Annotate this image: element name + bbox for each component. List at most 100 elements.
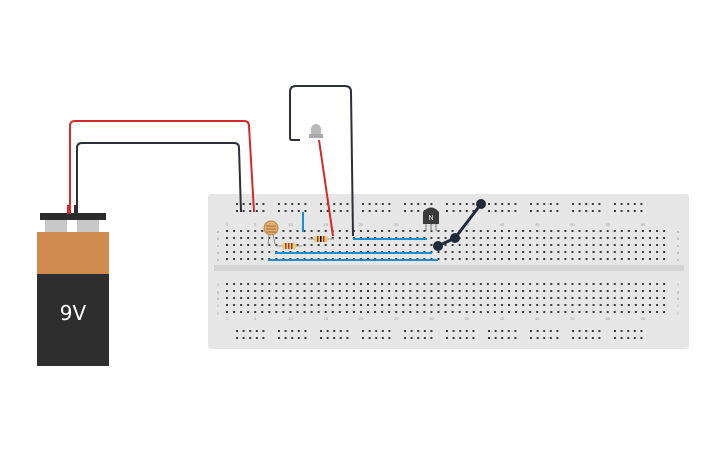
breadboard-hole[interactable] <box>240 297 243 299</box>
breadboard-hole[interactable] <box>402 297 405 299</box>
breadboard-hole[interactable] <box>268 311 271 313</box>
breadboard-hole[interactable] <box>291 210 294 212</box>
breadboard-hole[interactable] <box>508 311 510 313</box>
breadboard-hole[interactable] <box>634 258 637 260</box>
breadboard-hole[interactable] <box>303 290 306 292</box>
breadboard-hole[interactable] <box>472 283 475 285</box>
breadboard-hole[interactable] <box>613 297 616 299</box>
breadboard-hole[interactable] <box>333 337 336 339</box>
breadboard-hole[interactable] <box>641 283 644 285</box>
breadboard-hole[interactable] <box>296 290 299 292</box>
breadboard-hole[interactable] <box>508 283 510 285</box>
breadboard-hole[interactable] <box>310 230 313 232</box>
breadboard-hole[interactable] <box>284 337 287 339</box>
breadboard-hole[interactable] <box>437 311 440 313</box>
breadboard-hole[interactable] <box>262 337 265 339</box>
breadboard-hole[interactable] <box>261 283 264 285</box>
breadboard-hole[interactable] <box>437 283 440 285</box>
breadboard-hole[interactable] <box>437 237 440 239</box>
breadboard-hole[interactable] <box>488 203 490 205</box>
breadboard-hole[interactable] <box>543 203 546 205</box>
breadboard-hole[interactable] <box>254 283 257 285</box>
breadboard-hole[interactable] <box>627 258 630 260</box>
breadboard-hole[interactable] <box>585 258 588 260</box>
breadboard-hole[interactable] <box>486 283 489 285</box>
breadboard-hole[interactable] <box>529 311 532 313</box>
resistor-2[interactable] <box>308 236 334 242</box>
breadboard-hole[interactable] <box>359 290 362 292</box>
breadboard-hole[interactable] <box>395 290 398 292</box>
breadboard-hole[interactable] <box>416 297 419 299</box>
breadboard-hole[interactable] <box>374 290 377 292</box>
breadboard-hole[interactable] <box>282 304 285 306</box>
breadboard-hole[interactable] <box>585 311 588 313</box>
breadboard-hole[interactable] <box>416 283 419 285</box>
breadboard-hole[interactable] <box>649 297 651 299</box>
breadboard-hole[interactable] <box>402 304 405 306</box>
breadboard-hole[interactable] <box>324 290 327 292</box>
breadboard-hole[interactable] <box>458 297 461 299</box>
breadboard-hole[interactable] <box>278 203 280 205</box>
breadboard-hole[interactable] <box>571 311 574 313</box>
breadboard-hole[interactable] <box>226 304 228 306</box>
breadboard-hole[interactable] <box>409 230 412 232</box>
breadboard-hole[interactable] <box>249 330 252 332</box>
breadboard-hole[interactable] <box>303 230 306 232</box>
breadboard-hole[interactable] <box>247 304 250 306</box>
breadboard-hole[interactable] <box>649 251 651 253</box>
breadboard-hole[interactable] <box>508 244 510 246</box>
breadboard-hole[interactable] <box>338 237 341 239</box>
breadboard-hole[interactable] <box>338 230 341 232</box>
breadboard-hole[interactable] <box>367 304 369 306</box>
breadboard-hole[interactable] <box>486 297 489 299</box>
breadboard-hole[interactable] <box>634 230 637 232</box>
breadboard-hole[interactable] <box>402 311 405 313</box>
breadboard-hole[interactable] <box>374 283 377 285</box>
breadboard-hole[interactable] <box>656 283 659 285</box>
breadboard-hole[interactable] <box>255 337 258 339</box>
breadboard-hole[interactable] <box>500 251 503 253</box>
resistor-1[interactable] <box>276 243 302 249</box>
breadboard-hole[interactable] <box>536 244 539 246</box>
breadboard-hole[interactable] <box>352 311 355 313</box>
breadboard-hole[interactable] <box>557 290 560 292</box>
breadboard-hole[interactable] <box>458 258 461 260</box>
breadboard-hole[interactable] <box>404 203 406 205</box>
breadboard-hole[interactable] <box>472 230 475 232</box>
breadboard-hole[interactable] <box>572 203 574 205</box>
breadboard-hole[interactable] <box>404 330 406 332</box>
breadboard-hole[interactable] <box>543 251 546 253</box>
breadboard-hole[interactable] <box>564 237 567 239</box>
breadboard-hole[interactable] <box>367 290 369 292</box>
breadboard-hole[interactable] <box>430 237 433 239</box>
breadboard-hole[interactable] <box>268 244 271 246</box>
breadboard-hole[interactable] <box>620 237 623 239</box>
breadboard-hole[interactable] <box>381 210 384 212</box>
breadboard-hole[interactable] <box>423 290 426 292</box>
breadboard-hole[interactable] <box>359 283 362 285</box>
battery-9v[interactable]: 9V <box>37 205 109 366</box>
breadboard-hole[interactable] <box>613 251 616 253</box>
breadboard-hole[interactable] <box>451 283 454 285</box>
breadboard-hole[interactable] <box>564 304 567 306</box>
led[interactable] <box>309 124 323 138</box>
breadboard-hole[interactable] <box>423 297 426 299</box>
breadboard-hole[interactable] <box>444 297 447 299</box>
photoresistor[interactable] <box>263 220 279 245</box>
breadboard-hole[interactable] <box>240 230 243 232</box>
breadboard-hole[interactable] <box>233 258 236 260</box>
breadboard-hole[interactable] <box>240 283 243 285</box>
breadboard-hole[interactable] <box>451 244 454 246</box>
breadboard-hole[interactable] <box>338 297 341 299</box>
breadboard-hole[interactable] <box>529 283 532 285</box>
breadboard-hole[interactable] <box>494 330 497 332</box>
breadboard-hole[interactable] <box>571 297 574 299</box>
led-anode-wire[interactable] <box>318 139 334 237</box>
breadboard-hole[interactable] <box>614 337 616 339</box>
breadboard-hole[interactable] <box>514 330 517 332</box>
breadboard-hole[interactable] <box>493 297 496 299</box>
breadboard-hole[interactable] <box>451 304 454 306</box>
breadboard-hole[interactable] <box>641 237 644 239</box>
breadboard-hole[interactable] <box>472 337 475 339</box>
